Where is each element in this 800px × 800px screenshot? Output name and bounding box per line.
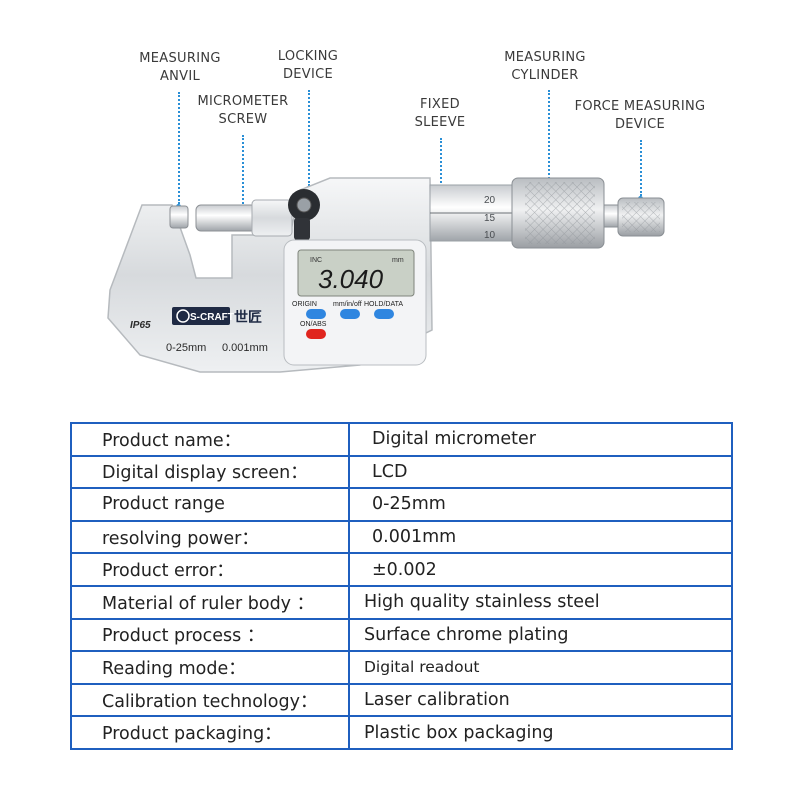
spec-value: Plastic box packaging bbox=[348, 715, 733, 750]
brand-name: S-CRAFT bbox=[190, 312, 234, 323]
spec-label: Product range bbox=[70, 487, 350, 522]
spec-label: Material of ruler body ： bbox=[70, 584, 350, 620]
btn-hold-label: HOLD/DATA bbox=[364, 301, 403, 308]
lead-micrometer-screw bbox=[242, 135, 244, 207]
table-row: Product packaging： Plastic box packaging bbox=[70, 715, 733, 750]
lcd-inc: INC bbox=[310, 257, 322, 264]
lead-locking-device bbox=[308, 90, 310, 186]
micrometer-illustration: 20 15 10 INC mm 3.040 ORIGIN mm/in/off H… bbox=[107, 177, 665, 373]
table-row: Product range 0-25mm bbox=[70, 487, 733, 522]
ip-rating: IP65 bbox=[130, 320, 151, 331]
spec-value: High quality stainless steel bbox=[348, 584, 733, 620]
lead-measuring-cylinder bbox=[548, 90, 550, 190]
callout-line-2: CYLINDER bbox=[511, 68, 579, 83]
anvil bbox=[169, 205, 189, 229]
callout-measuring-cylinder: MEASURING CYLINDER bbox=[495, 49, 595, 85]
spec-value: Digital micrometer bbox=[348, 422, 733, 457]
spec-value: 0-25mm bbox=[348, 487, 733, 522]
spec-label: Product packaging： bbox=[70, 715, 350, 750]
callout-line-1: MICROMETER bbox=[197, 94, 289, 109]
scale-15: 15 bbox=[484, 213, 496, 224]
callout-line-1: LOCKING bbox=[277, 49, 339, 64]
spec-value: Laser calibration bbox=[348, 682, 733, 718]
spec-label: Product process ： bbox=[70, 617, 350, 653]
callout-locking-device: LOCKING DEVICE bbox=[262, 48, 354, 84]
table-row: resolving power： 0.001mm bbox=[70, 519, 733, 555]
table-row: Calibration technology： Laser calibratio… bbox=[70, 682, 733, 718]
callout-line-2: SLEEVE bbox=[414, 115, 466, 130]
on-abs-button bbox=[306, 329, 326, 339]
range-label: 0-25mm bbox=[166, 342, 206, 354]
spec-label: Reading mode： bbox=[70, 650, 350, 685]
lead-fixed-sleeve bbox=[440, 138, 442, 198]
hold-data-button bbox=[374, 309, 394, 319]
callout-line-2: ANVIL bbox=[159, 69, 201, 84]
callout-force-measuring-device: FORCE MEASURING DEVICE bbox=[566, 98, 714, 134]
callout-micrometer-screw: MICROMETER SCREW bbox=[188, 93, 298, 129]
thimble-scale: 20 15 10 bbox=[484, 195, 496, 241]
spec-value: LCD bbox=[348, 454, 733, 490]
spec-table: Product name： Digital micrometer Digital… bbox=[70, 422, 733, 750]
spec-label: Digital display screen： bbox=[70, 454, 350, 490]
btn-on-label: ON/ABS bbox=[300, 321, 327, 328]
spec-value: 0.001mm bbox=[348, 519, 733, 555]
spindle-screw bbox=[195, 204, 257, 232]
scale-10: 10 bbox=[484, 230, 496, 241]
table-row: Product name： Digital micrometer bbox=[70, 422, 733, 457]
lcd-unit: mm bbox=[392, 257, 404, 264]
spec-label: resolving power： bbox=[70, 519, 350, 555]
callout-line-2: DEVICE bbox=[614, 117, 666, 132]
spec-value: Surface chrome plating bbox=[348, 617, 733, 653]
callout-fixed-sleeve: FIXED SLEEVE bbox=[400, 96, 480, 132]
spec-label: Product error： bbox=[70, 552, 350, 587]
callout-line-2: DEVICE bbox=[282, 67, 334, 82]
mm-inch-button bbox=[340, 309, 360, 319]
resolution-label: 0.001mm bbox=[222, 342, 268, 354]
spec-value: Digital readout bbox=[348, 650, 733, 685]
lead-measuring-anvil bbox=[178, 92, 180, 204]
table-row: Digital display screen： LCD bbox=[70, 454, 733, 490]
btn-mm-label: mm/in/off bbox=[333, 301, 362, 308]
table-row: Reading mode： Digital readout bbox=[70, 650, 733, 685]
callout-line-2: SCREW bbox=[218, 112, 268, 127]
table-row: Material of ruler body ： High quality st… bbox=[70, 584, 733, 620]
table-row: Product process ： Surface chrome plating bbox=[70, 617, 733, 653]
brand-cn: 世匠 bbox=[234, 309, 262, 325]
btn-origin-label: ORIGIN bbox=[292, 301, 317, 308]
spec-label: Calibration technology： bbox=[70, 682, 350, 718]
scale-20: 20 bbox=[484, 195, 496, 206]
callout-line-1: MEASURING bbox=[504, 50, 586, 65]
callout-measuring-anvil: MEASURING ANVIL bbox=[128, 50, 232, 86]
lcd-screen bbox=[297, 249, 415, 297]
spec-label: Product name： bbox=[70, 422, 350, 457]
table-row: Product error： ±0.002 bbox=[70, 552, 733, 587]
callout-line-1: FIXED bbox=[420, 97, 460, 112]
spec-value: ±0.002 bbox=[348, 552, 733, 587]
callout-line-1: FORCE MEASURING bbox=[574, 99, 706, 114]
locking-device bbox=[288, 189, 320, 240]
lead-force-measuring-device bbox=[640, 140, 642, 196]
origin-button bbox=[306, 309, 326, 319]
lcd-reading: 3.040 bbox=[318, 264, 384, 294]
brand-logo: S-CRAFT 世匠 bbox=[172, 307, 262, 325]
callout-line-1: MEASURING bbox=[139, 51, 221, 66]
